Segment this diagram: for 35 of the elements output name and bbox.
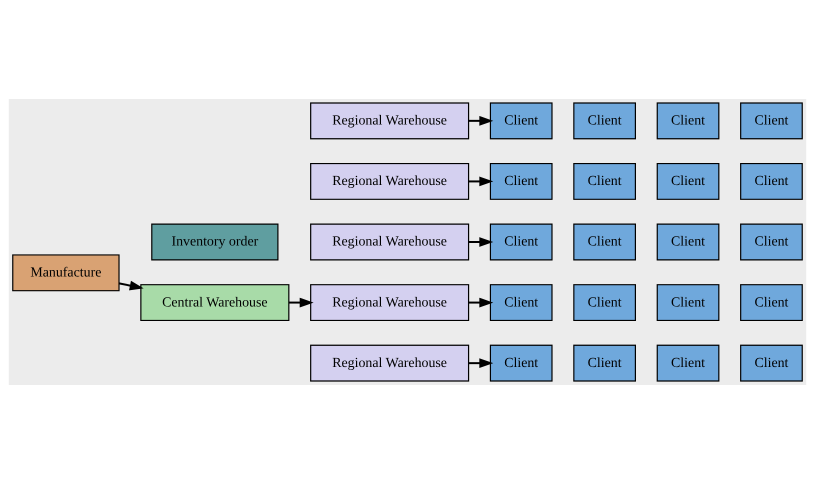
arrow bbox=[468, 236, 494, 246]
node-box: Client bbox=[740, 284, 803, 321]
arrow bbox=[118, 280, 144, 290]
node-box: Client bbox=[573, 284, 636, 321]
node-box: Client bbox=[656, 284, 720, 321]
node-box: Central Warehouse bbox=[140, 284, 290, 321]
arrow bbox=[468, 115, 494, 126]
node-box: Client bbox=[656, 344, 720, 382]
node-box: Client bbox=[573, 162, 636, 200]
node-box: Client bbox=[490, 344, 553, 382]
node-box: Client bbox=[490, 102, 553, 139]
node-box: Inventory order bbox=[151, 223, 278, 260]
node-box: Client bbox=[490, 223, 553, 260]
node-box: Regional Warehouse bbox=[310, 223, 470, 260]
node-box: Client bbox=[740, 344, 803, 382]
node-box: Manufacture bbox=[12, 254, 120, 291]
node-box: Regional Warehouse bbox=[310, 102, 470, 139]
node-box: Client bbox=[573, 102, 636, 139]
node-box: Client bbox=[740, 102, 803, 139]
arrow bbox=[468, 358, 494, 368]
node-box: Client bbox=[656, 162, 720, 200]
arrow bbox=[468, 176, 494, 186]
node-box: Regional Warehouse bbox=[310, 344, 470, 382]
node-box: Client bbox=[573, 223, 636, 260]
node-box: Client bbox=[740, 223, 803, 260]
node-box: Regional Warehouse bbox=[310, 162, 470, 200]
node-box: Client bbox=[656, 102, 720, 139]
node-box: Regional Warehouse bbox=[310, 284, 470, 321]
arrow bbox=[468, 297, 494, 307]
node-box: Client bbox=[740, 162, 803, 200]
node-box: Client bbox=[656, 223, 720, 260]
arrow bbox=[288, 297, 314, 307]
node-box: Client bbox=[573, 344, 636, 382]
node-box: Client bbox=[490, 284, 553, 321]
node-box: Client bbox=[490, 162, 553, 200]
